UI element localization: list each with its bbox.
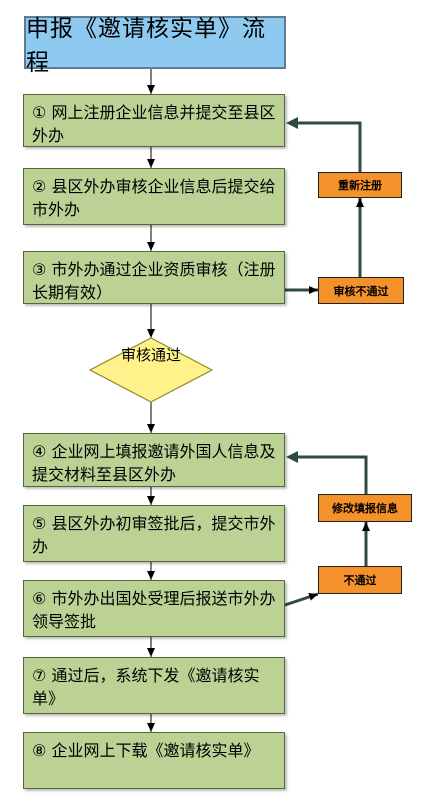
step-2-text: 县区外办审核企业信息后提交给市外办 <box>32 177 276 219</box>
step-2-box: ② 县区外办审核企业信息后提交给市外办 <box>23 168 285 225</box>
flowchart-title: 申报《邀请核实单》流程 <box>24 16 286 76</box>
step-8-number: ⑧ <box>32 741 47 760</box>
step-3-box: ③ 市外办通过企业资质审核（注册长期有效） <box>23 251 285 304</box>
step-5-number: ⑤ <box>32 514 47 533</box>
step-7-box: ⑦ 通过后，系统下发《邀请核实单》 <box>23 657 285 714</box>
step-5-text: 县区外办初审签批后，提交市外办 <box>32 514 276 556</box>
step-6-number: ⑥ <box>32 589 47 608</box>
re-register-box: 重新注册 <box>318 172 402 198</box>
step-1-text: 网上注册企业信息并提交至县区外办 <box>32 103 276 145</box>
step-8-text: 企业网上下载《邀请核实单》 <box>51 741 260 760</box>
step-3-text: 市外办通过企业资质审核（注册长期有效） <box>32 260 276 302</box>
step-8-box: ⑧ 企业网上下载《邀请核实单》 <box>23 732 285 789</box>
step-6-box: ⑥ 市外办出国处受理后报送市外办领导签批 <box>23 580 285 637</box>
decision-label: 审核通过 <box>120 346 181 364</box>
not-passed-box: 不通过 <box>318 566 402 594</box>
decision-diamond <box>88 337 214 403</box>
step-4-text: 企业网上填报邀请外国人信息及提交材料至县区外办 <box>32 442 276 484</box>
step-2-number: ② <box>32 177 47 196</box>
revise-info-box: 修改填报信息 <box>318 494 412 522</box>
step-6-text: 市外办出国处受理后报送市外办领导签批 <box>32 589 276 631</box>
step-3-number: ③ <box>32 260 47 279</box>
step-5-box: ⑤ 县区外办初审签批后，提交市外办 <box>23 505 285 562</box>
step-4-number: ④ <box>32 442 47 461</box>
step-7-number: ⑦ <box>32 666 47 685</box>
step-1-number: ① <box>32 103 47 122</box>
step-7-text: 通过后，系统下发《邀请核实单》 <box>32 666 260 708</box>
step-1-box: ① 网上注册企业信息并提交至县区外办 <box>23 94 285 147</box>
step-4-box: ④ 企业网上填报邀请外国人信息及提交材料至县区外办 <box>23 433 285 487</box>
review-fail-box: 审核不通过 <box>318 277 404 304</box>
